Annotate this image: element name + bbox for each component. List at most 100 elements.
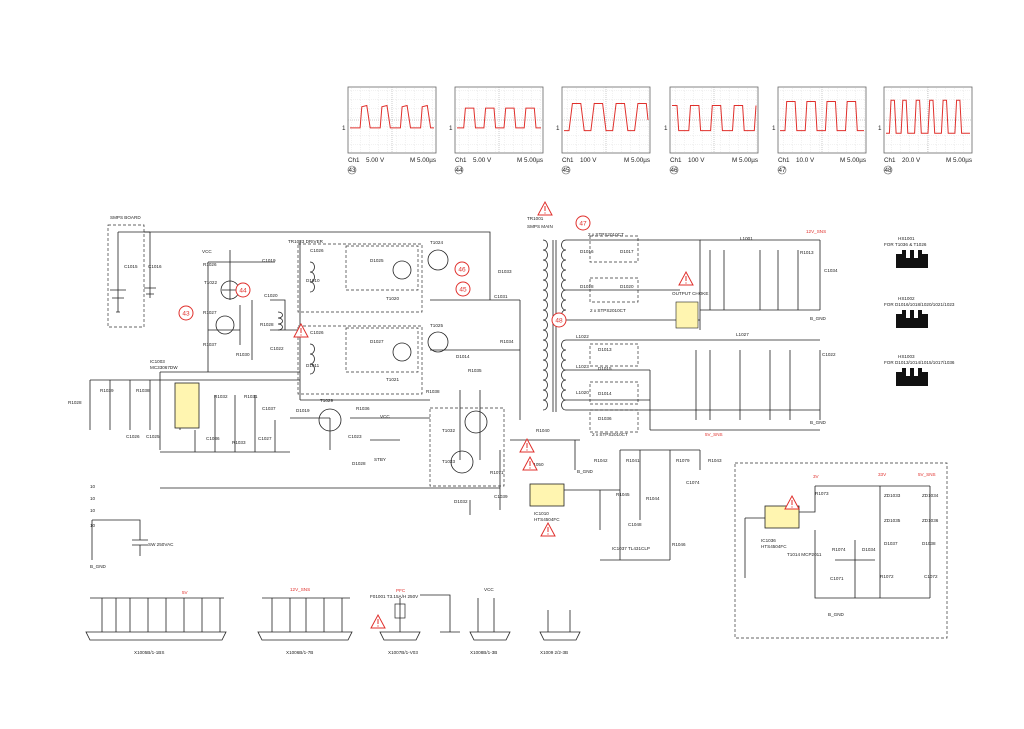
test-point-circle	[551, 312, 567, 328]
scope-num-circle	[777, 165, 787, 175]
svg-text:L1023: L1023	[576, 364, 589, 369]
scope-trace	[350, 104, 434, 129]
test-point-label: 43	[182, 311, 190, 318]
scope-marker: 1	[556, 125, 560, 132]
svg-text:L1020: L1020	[576, 390, 589, 395]
svg-text:VCC: VCC	[484, 587, 494, 592]
svg-text:R1028: R1028	[68, 400, 82, 405]
svg-text:R1032: R1032	[214, 394, 228, 399]
vcc-label: VCC	[202, 249, 212, 254]
svg-text:R1030: R1030	[236, 352, 250, 357]
heatsink-ref: HS1003	[898, 354, 915, 359]
feedback-loop: IC1010 HTS4504FC IC1037 TL431CLP	[529, 449, 701, 561]
scope-trace	[886, 99, 970, 134]
output-choke-label: OUTPUT CHOKE	[672, 291, 708, 296]
svg-text:R1028: R1028	[260, 322, 274, 327]
svg-text:R1041: R1041	[626, 458, 640, 463]
scope-channel: Ch1	[455, 157, 467, 164]
svg-text:C1023: C1023	[348, 434, 362, 439]
shunt-reg2: T1014 MCP2011	[787, 552, 822, 557]
scope-num-circle	[561, 165, 571, 175]
test-point-circle	[575, 215, 591, 231]
svg-text:D1038: D1038	[922, 541, 936, 546]
svg-text:R1027: R1027	[203, 310, 217, 315]
test-point-43: 43	[178, 305, 194, 321]
fuse-label: F01001 T3.15A/H 250V	[370, 594, 419, 599]
svg-text:C1026: C1026	[310, 330, 324, 335]
driver-label: TR1023 DRIVER	[288, 239, 324, 244]
test-point-circle	[178, 305, 194, 321]
ic-main-part: MC33067DW	[150, 365, 178, 370]
scope-number: 45	[562, 167, 570, 174]
svg-text:C1022: C1022	[822, 352, 836, 357]
heatsink-note: FOR D1016/1018/1020/1021/1023	[884, 302, 955, 307]
scope-timebase: M 5.00µs	[732, 157, 758, 164]
svg-text:D1014: D1014	[598, 391, 612, 396]
scope-volts: 5.00 V	[473, 157, 492, 164]
svg-text:T1029: T1029	[320, 398, 333, 403]
scope-channel: Ch1	[562, 157, 574, 164]
shunt-reg-label: IC1037 TL431CLP	[612, 546, 650, 551]
test-point-label: 48	[555, 318, 563, 325]
svg-text:C1034: C1034	[824, 268, 838, 273]
svg-text:10: 10	[90, 496, 96, 501]
svg-text:D1025: D1025	[370, 258, 384, 263]
svg-text:T1032: T1032	[442, 428, 455, 433]
opto-ref: IC1010	[534, 511, 549, 516]
svg-text:C1027: C1027	[258, 436, 272, 441]
rail-3v: 3V	[813, 474, 820, 479]
svg-text:T1020: T1020	[386, 296, 399, 301]
dual-diode-1: 2 x STPS2010CT	[588, 232, 624, 237]
conn1-label: X1005B/1-1BS	[134, 650, 164, 655]
svg-text:L1027: L1027	[736, 332, 749, 337]
test-point-47: 47	[575, 215, 591, 231]
svg-text:D1014: D1014	[456, 354, 470, 359]
svg-text:ZD1035: ZD1035	[884, 518, 901, 523]
svg-text:D1037: D1037	[884, 541, 898, 546]
svg-text:C1036: C1036	[206, 436, 220, 441]
scope-number: 43	[348, 167, 356, 174]
svg-text:C1019: C1019	[262, 258, 276, 263]
svg-text:D1011: D1011	[306, 363, 320, 368]
svg-text:R1071: R1071	[490, 470, 504, 475]
svg-text:C1031: C1031	[494, 294, 508, 299]
svg-text:R1031: R1031	[244, 394, 258, 399]
transformer-name: SMPS MAIN	[527, 224, 553, 229]
svg-text:R1042: R1042	[594, 458, 608, 463]
scope-trace	[564, 103, 649, 132]
component-refs: R1026 T1022 C1019 C1020 R1027 R1028 R103…	[68, 236, 939, 581]
scope-marker: 1	[878, 125, 882, 132]
secondary-rectifiers: 2 x STPS2010CT 2 x STPS2010CT 2 x STPS20…	[566, 232, 821, 437]
scope-volts: 5.00 V	[366, 157, 385, 164]
test-point-48: 48	[551, 312, 567, 328]
svg-text:R1034: R1034	[500, 339, 514, 344]
rail-5v: 5V_SNS	[705, 432, 723, 437]
heatsink-note: FOR D1013/1014/1015/1017/1036	[884, 360, 955, 365]
test-point-circle	[454, 261, 470, 277]
scope-channel: Ch1	[348, 157, 360, 164]
opto-part: HTS4504FC	[534, 517, 560, 522]
scope-num-circle	[669, 165, 679, 175]
scope-timebase: M 5.00µs	[840, 157, 866, 164]
bgnd-label-3: B_GND	[810, 316, 827, 321]
warning-icon	[784, 494, 800, 510]
bgnd-label-2: B_GND	[577, 469, 594, 474]
opto2-ref: IC1036	[761, 538, 776, 543]
test-point-label: 46	[458, 267, 466, 274]
scope-trace	[672, 105, 757, 132]
svg-text:D1015: D1015	[598, 366, 612, 371]
scope-num-circle	[347, 165, 357, 175]
svg-text:R1079: R1079	[676, 458, 690, 463]
conn4-label: X1008B/1-3B	[470, 650, 497, 655]
cap-rating: SW 250VAC	[148, 542, 174, 547]
transformer-ref: TR1001	[527, 216, 544, 221]
ic-main-ref: IC1003	[150, 359, 165, 364]
scope-marker: 1	[772, 125, 776, 132]
svg-text:R1072: R1072	[880, 574, 894, 579]
